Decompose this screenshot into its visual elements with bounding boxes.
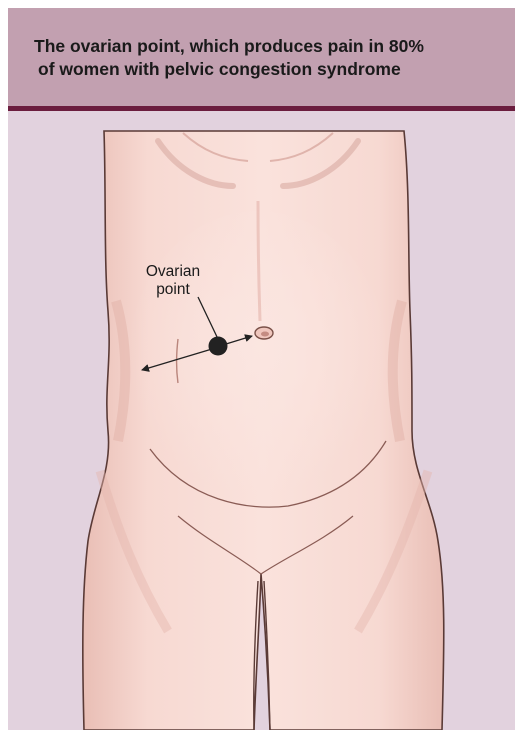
ovarian-point-label-line-1: Ovarian [138,263,208,281]
title-banner: The ovarian point, which produces pain i… [8,8,515,106]
title-line-2: of women with pelvic congestion syndrome [34,58,515,81]
torso-illustration [8,111,515,730]
ovarian-point-label-line-2: point [138,281,208,299]
ovarian-point-marker [209,337,228,356]
ovarian-point-label: Ovarian point [138,263,208,299]
navel-inner [261,332,269,337]
title-line-1: The ovarian point, which produces pain i… [34,35,515,58]
